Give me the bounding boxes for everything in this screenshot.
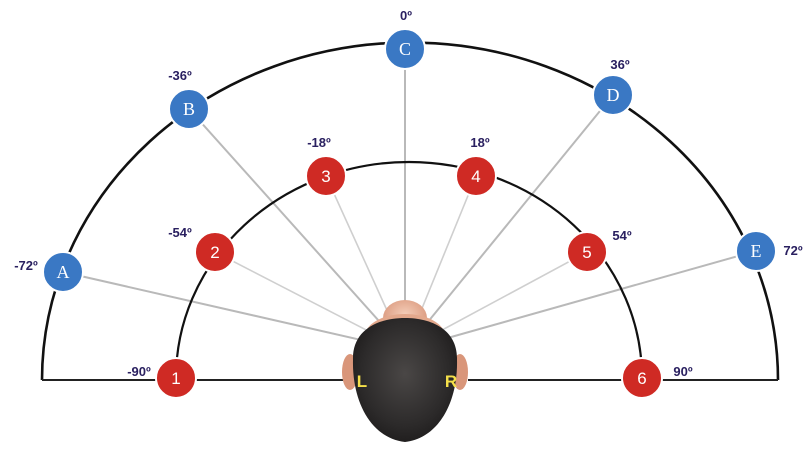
spoke-outer-e (404, 250, 757, 351)
outer-node-a: A -72º (14, 251, 84, 293)
inner-node-label: 2 (210, 243, 219, 262)
inner-node-label: 4 (471, 167, 480, 186)
inner-node-angle-label: 54º (612, 228, 631, 243)
inner-node-label: 1 (171, 369, 180, 388)
spoke-outer-d (404, 94, 614, 351)
outer-node-circle (735, 230, 777, 272)
inner-node-5: 5 54º (566, 228, 632, 273)
inner-arc (174, 160, 644, 379)
inner-node-1: 1 -90º (127, 357, 197, 399)
spoke-outer-b (188, 108, 406, 351)
inner-speaker-nodes: 1 -90º 2 -54º 3 -18º 4 18º 5 54º 6 90º (127, 135, 693, 399)
outer-node-label: D (607, 85, 620, 105)
spoke-outer-a (62, 271, 406, 351)
inner-node-3: 3 -18º (305, 135, 347, 197)
outer-node-label: B (183, 99, 195, 119)
outer-node-angle-label: 36º (610, 57, 629, 72)
outer-node-label: A (57, 262, 70, 282)
inner-node-circle (155, 357, 197, 399)
outer-node-d: D 36º (592, 57, 634, 116)
inner-node-2: 2 -54º (168, 225, 236, 273)
outer-node-circle (42, 251, 84, 293)
inner-node-label: 5 (582, 243, 591, 262)
inner-node-label: 3 (321, 167, 330, 186)
listener-head-illustration (342, 300, 468, 442)
inner-node-angle-label: -54º (168, 225, 192, 240)
outer-node-circle (384, 28, 426, 70)
outer-node-angle-label: 72º (783, 243, 802, 258)
outer-node-e: E 72º (735, 230, 803, 272)
outer-node-b: B -36º (168, 68, 210, 130)
outer-node-label: E (751, 241, 762, 261)
outer-node-c: C 0º (384, 8, 426, 70)
inner-node-angle-label: 90º (673, 364, 692, 379)
inner-node-label: 6 (637, 369, 646, 388)
inner-node-circle (305, 155, 347, 197)
hair-shape (352, 318, 458, 442)
inner-node-4: 4 18º (455, 135, 497, 197)
inner-node-circle (621, 357, 663, 399)
inner-node-angle-label: 18º (470, 135, 489, 150)
outer-node-circle (168, 88, 210, 130)
inner-node-angle-label: -90º (127, 364, 151, 379)
outer-node-angle-label: 0º (400, 8, 412, 23)
outer-node-label: C (399, 39, 411, 59)
right-ear-label: R (445, 372, 457, 391)
outer-node-angle-label: -36º (168, 68, 192, 83)
inner-node-6: 6 90º (621, 357, 693, 399)
outer-node-angle-label: -72º (14, 258, 38, 273)
inner-node-angle-label: -18º (307, 135, 331, 150)
outer-node-circle (592, 74, 634, 116)
inner-node-circle (566, 231, 608, 273)
inner-node-circle (455, 155, 497, 197)
inner-node-circle (194, 231, 236, 273)
left-ear-label: L (357, 372, 367, 391)
